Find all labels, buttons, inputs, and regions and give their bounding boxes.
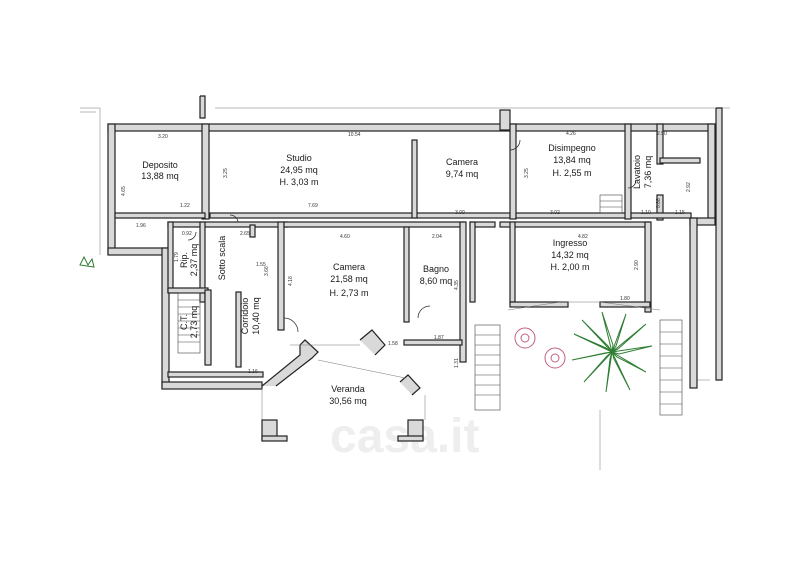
veranda-bay	[261, 329, 426, 442]
room-deposito-area: 13,88 mq	[141, 171, 179, 181]
room-camera-small-name: Camera	[446, 157, 478, 167]
dimension-label: 2.65	[240, 231, 250, 237]
interior-walls	[114, 123, 701, 378]
room-camera-main-area: 21,58 mq	[330, 274, 368, 284]
room-ingresso-area: 14,32 mq	[551, 250, 589, 260]
dimension-label: 1.31	[454, 358, 460, 368]
dimension-label: 1.15	[675, 210, 685, 216]
room-corridoio-area: 10,40 mq	[251, 297, 261, 335]
dimension-label: 2.92	[686, 182, 692, 192]
dimension-label: 1.96	[136, 223, 146, 229]
dimension-label: 0.92	[182, 231, 192, 237]
room-veranda-name: Veranda	[331, 384, 365, 394]
room-disimpegno-height: H. 2,55 m	[552, 168, 591, 178]
shrub-icon	[79, 255, 95, 268]
room-camera-main-height: H. 2,73 m	[329, 288, 368, 298]
room-lavatoio-name: Lavatoio	[632, 155, 642, 189]
dimension-label: 1.16	[248, 369, 258, 375]
dimension-label: 3.20	[158, 134, 168, 140]
dimension-label: 3.66	[264, 266, 270, 276]
dimension-label: 1.55	[256, 262, 266, 268]
dimension-label: 1.58	[388, 341, 398, 347]
dimension-label: 3.25	[223, 168, 229, 178]
room-ct-name: C.T.	[179, 314, 189, 330]
stairs	[177, 194, 683, 416]
palm-icon	[571, 311, 653, 393]
room-sotto-scala-name: Sotto scala	[217, 236, 227, 281]
dimension-label: 4.35	[454, 280, 460, 290]
dimension-label: 0.88	[656, 198, 662, 208]
room-deposito-name: Deposito	[142, 160, 178, 170]
room-ct-area: 2,73 mq	[189, 306, 199, 339]
dimension-label: 3.00	[455, 210, 465, 216]
room-veranda-area: 30,56 mq	[329, 396, 367, 406]
dimension-label: 3.25	[524, 168, 530, 178]
plant-decoration	[79, 255, 653, 393]
dimension-label: 4.26	[566, 131, 576, 137]
dimension-label: 2.50	[657, 131, 667, 137]
room-bagno-name: Bagno	[423, 264, 449, 274]
dimension-label: 4.18	[288, 276, 294, 286]
room-camera-main-name: Camera	[333, 262, 365, 272]
dimension-label: 4.65	[121, 186, 127, 196]
room-bagno-area: 8,60 mq	[420, 276, 453, 286]
room-labels: Deposito 13,88 mq Studio 24,95 mq H. 3,0…	[141, 143, 653, 406]
room-lavatoio-area: 7,36 mq	[643, 156, 653, 189]
room-disimpegno-name: Disimpegno	[548, 143, 596, 153]
dimension-label: 3.02	[550, 210, 560, 216]
dimension-label: 4.60	[340, 234, 350, 240]
room-ingresso-name: Ingresso	[553, 238, 588, 248]
room-studio-height: H. 3,03 m	[279, 177, 318, 187]
dimension-label: 4.82	[578, 234, 588, 240]
dimension-label: 1.87	[434, 335, 444, 341]
doors	[187, 139, 637, 333]
dimension-label: 1.80	[620, 296, 630, 302]
dimension-label: 2.90	[634, 260, 640, 270]
room-corridoio-name: Corridoio	[240, 298, 250, 335]
dimension-labels: 3.20 10.54 4.26 2.50 4.65 3.25 3.25 1.22…	[121, 131, 692, 375]
dimension-label: 1.79	[174, 252, 180, 262]
room-disimpegno-area: 13,84 mq	[553, 155, 591, 165]
room-rip-area: 2,37 mq	[189, 244, 199, 277]
dimension-label: 10.54	[348, 132, 361, 138]
room-ingresso-height: H. 2,00 m	[550, 262, 589, 272]
room-studio-area: 24,95 mq	[280, 165, 318, 175]
dimension-label: 7.69	[308, 203, 318, 209]
dimension-label: 1.10	[641, 210, 651, 216]
room-rip-name: Rip.	[179, 252, 189, 268]
flower-icon	[514, 327, 566, 369]
exterior-walls	[107, 109, 716, 390]
room-camera-small-area: 9,74 mq	[446, 169, 479, 179]
dimension-label: 1.22	[180, 203, 190, 209]
dimension-label: 2.04	[432, 234, 442, 240]
room-studio-name: Studio	[286, 153, 312, 163]
